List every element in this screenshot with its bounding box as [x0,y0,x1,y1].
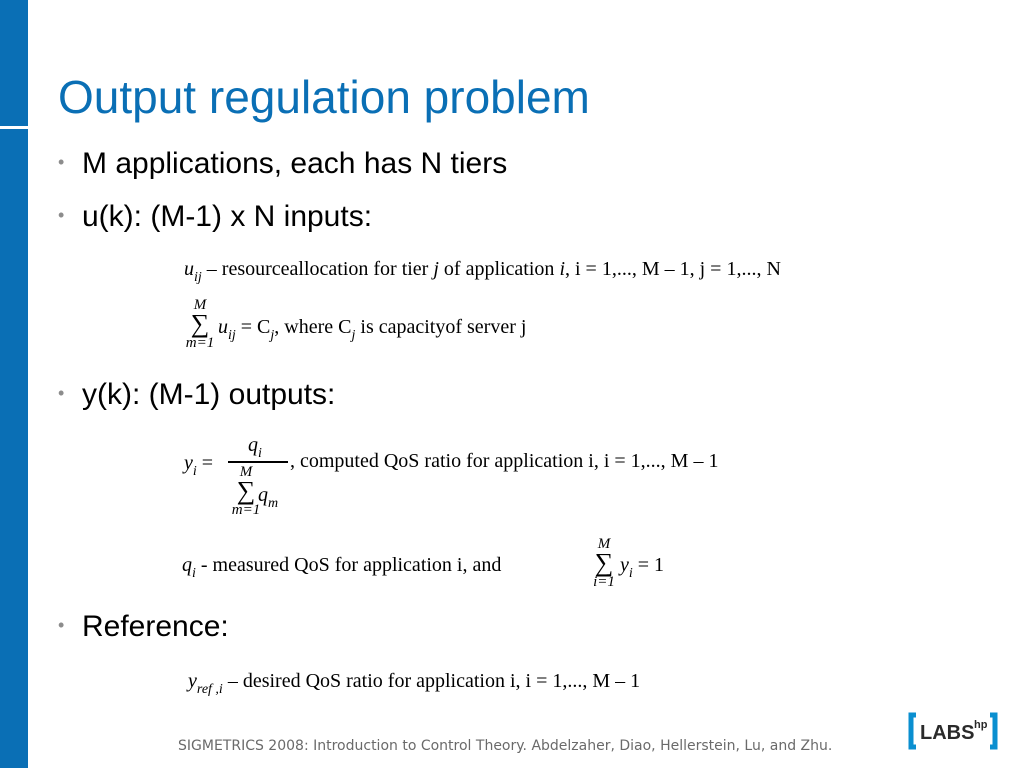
equation-y-description: , computed QoS ratio for application i, … [290,450,719,472]
fraction-denominator-term: qm [258,484,279,511]
equation-sum-y-equals-one: yi = 1 [620,554,665,581]
title-rule [0,126,28,129]
bullet-text: Reference: [82,610,229,643]
fraction-bar [228,461,288,463]
equation-capacity-constraint: uij = Cj, where Cj is capacityof server … [218,316,527,343]
summation-symbol: M ∑ m=1 [231,464,261,518]
bullet-text: y(k): (M-1) outputs: [82,378,336,411]
bullet-item-applications: • M applications, each has N tiers [58,147,507,181]
slide-footer: SIGMETRICS 2008: Introduction to Control… [178,738,833,754]
bullet-item-outputs: • y(k): (M-1) outputs: [58,378,335,412]
equation-y-lhs: yi = [184,452,214,479]
equation-q-definition: qi - measured QoS for application i, and [182,554,502,581]
logo-superscript: hp [974,719,988,731]
equation-yref-definition: yref ,i – desired QoS ratio for applicat… [188,670,641,697]
hp-labs-logo: LABS hp [908,712,998,750]
equation-u-definition: uij – resourceallocation for tier j of a… [184,258,781,285]
summation-symbol: M ∑ m=1 [185,297,215,351]
logo-text: LABS [920,722,974,744]
bullet-marker: • [58,614,65,635]
bullet-text: u(k): (M-1) x N inputs: [82,200,373,233]
left-accent-bar [0,0,28,768]
summation-symbol: M ∑ i=1 [593,536,615,590]
bullet-marker: • [58,382,65,403]
bullet-text: M applications, each has N tiers [82,147,508,180]
bullet-marker: • [58,151,65,172]
bullet-marker: • [58,204,65,225]
bullet-item-inputs: • u(k): (M-1) x N inputs: [58,200,372,234]
bullet-item-reference: • Reference: [58,610,229,644]
fraction-numerator: qi [248,434,262,461]
slide-title: Output regulation problem [58,71,590,123]
